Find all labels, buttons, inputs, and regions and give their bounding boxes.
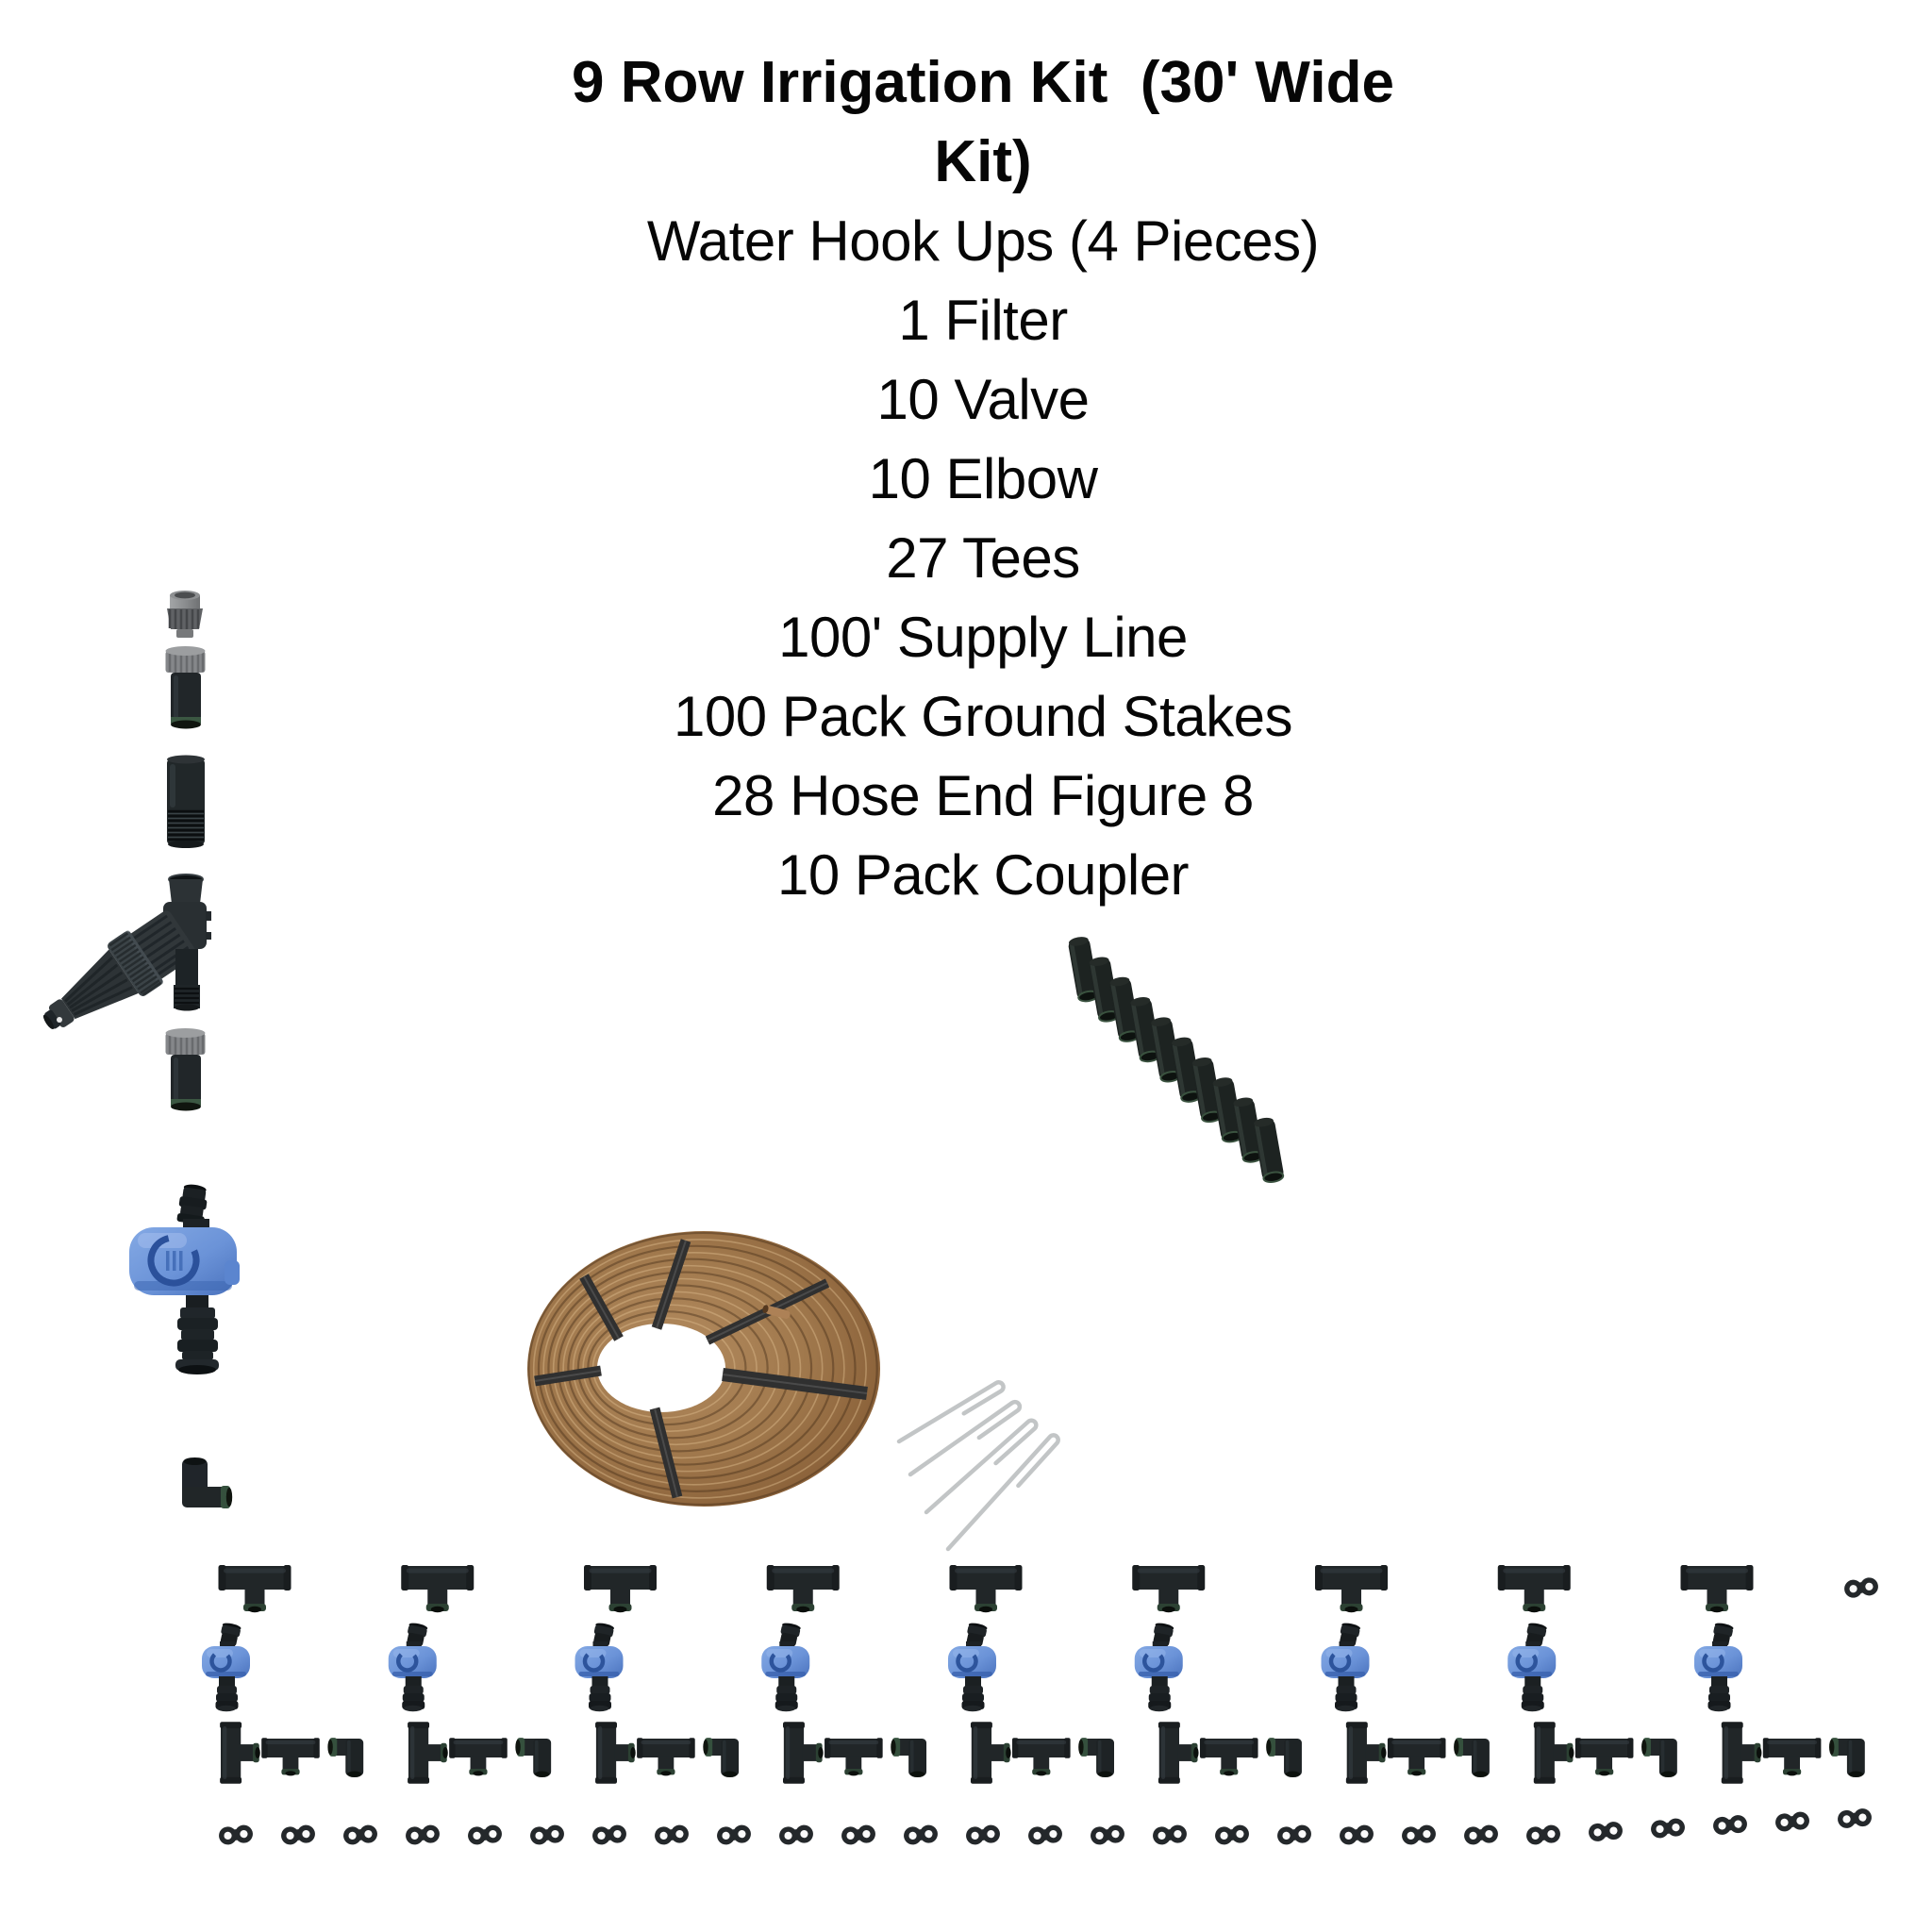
- inline-filter-part: [42, 874, 211, 1030]
- kit-title-line-2: Kit): [934, 129, 1032, 194]
- water-hookup-assembly: [42, 591, 211, 1111]
- hose-adapter-part: [165, 1028, 206, 1111]
- kit-item: 27 Tees: [886, 526, 1080, 590]
- swivel-cap-part: [167, 591, 203, 638]
- valve-row: [202, 1622, 1742, 1711]
- coupler-pack: [1066, 934, 1287, 1185]
- kit-description: 9 Row Irrigation Kit (30' Wide Kit) Wate…: [323, 43, 1643, 915]
- kit-title-line-1: 9 Row Irrigation Kit (30' Wide: [572, 50, 1394, 115]
- kit-item: 28 Hose End Figure 8: [712, 764, 1254, 827]
- kit-item: 10 Elbow: [868, 447, 1098, 510]
- threaded-nipple-part: [167, 755, 205, 848]
- supply-line-coil: [527, 1231, 880, 1507]
- kit-item: Water Hook Ups (4 Pieces): [646, 209, 1320, 273]
- figure8-single: [1842, 1576, 1880, 1599]
- barbed-ball-valve-large: [129, 1184, 240, 1374]
- ground-stakes: [896, 1380, 1060, 1552]
- barbed-elbow-large: [182, 1457, 233, 1508]
- kit-item: 10 Pack Coupler: [776, 843, 1190, 907]
- kit-item: 100 Pack Ground Stakes: [673, 685, 1293, 748]
- figure8-row: [218, 1807, 1873, 1846]
- kit-item: 10 Valve: [876, 368, 1090, 431]
- tee-row: [218, 1565, 1754, 1613]
- fitting-group-row: [220, 1722, 1865, 1784]
- kit-item: 100' Supply Line: [778, 606, 1188, 669]
- hose-adapter-part: [165, 646, 206, 729]
- kit-item: 1 Filter: [898, 289, 1068, 352]
